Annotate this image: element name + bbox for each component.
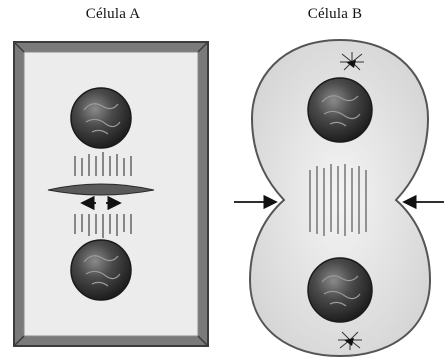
cell-b: [234, 40, 444, 356]
cell-a-top-nucleus: [71, 88, 131, 148]
cell-b-top-nucleus: [308, 78, 372, 142]
cell-a: [14, 42, 208, 346]
cell-a-bottom-nucleus: [71, 240, 131, 300]
cell-b-bottom-nucleus: [308, 258, 372, 322]
